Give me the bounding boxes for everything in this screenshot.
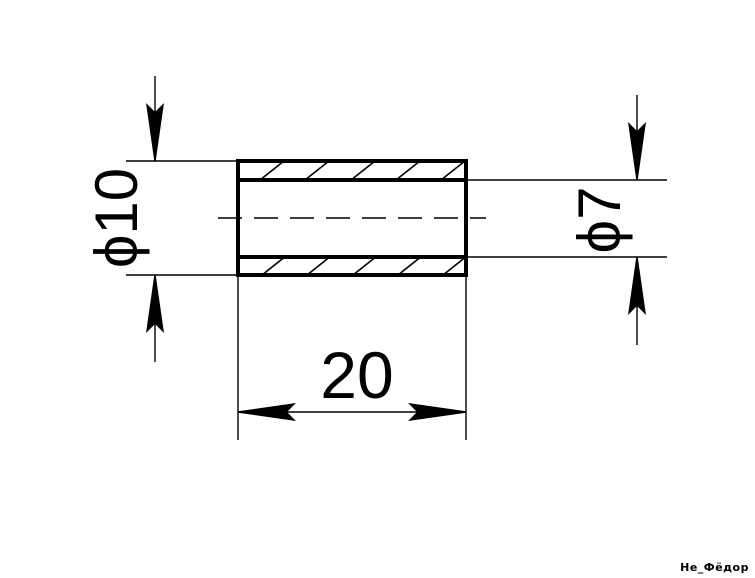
section-hatching-top [259, 162, 465, 179]
author-signature: Не_Фёдор [680, 561, 749, 574]
dimension-length: 20 [237, 275, 467, 440]
dimension-outer-diameter: ϕ10 [83, 76, 238, 362]
length-label: 20 [320, 338, 393, 412]
arrow-left-icon [237, 403, 296, 421]
sleeve-part [218, 159, 486, 277]
arrow-up-icon [628, 256, 646, 315]
outer-diameter-label: ϕ10 [83, 168, 150, 268]
arrow-right-icon [408, 403, 467, 421]
inner-diameter-label: ϕ7 [566, 187, 633, 254]
section-hatching-bottom [261, 258, 465, 274]
arrow-up-icon [146, 274, 164, 333]
arrow-down-icon [146, 103, 164, 162]
arrow-down-icon [628, 122, 646, 181]
dimension-inner-diameter: ϕ7 [466, 95, 667, 345]
